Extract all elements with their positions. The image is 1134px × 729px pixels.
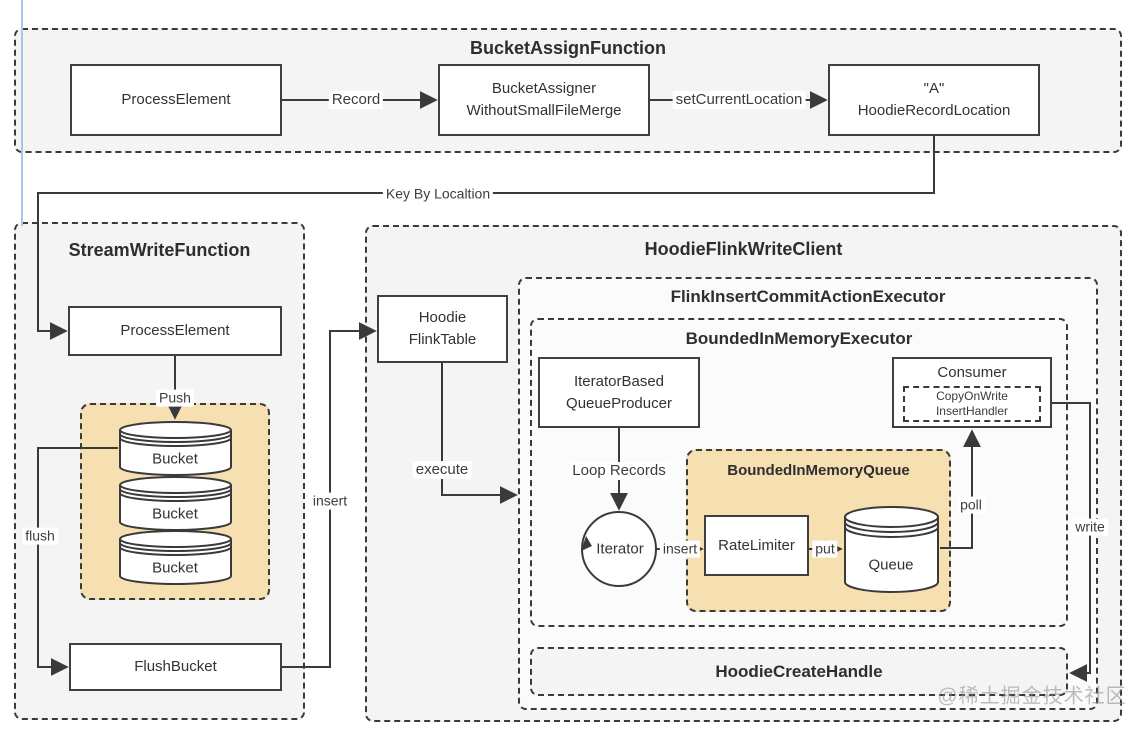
execute-arrow bbox=[441, 363, 518, 504]
write-arrow bbox=[1052, 402, 1091, 682]
process-element-node-stream-write: ProcessElement bbox=[68, 306, 282, 356]
loop-records-edge-label: Loop Records bbox=[569, 462, 669, 480]
bucket-cylinder-2-label: Bucket bbox=[152, 505, 198, 523]
node-label-line2: QueueProducer bbox=[566, 394, 672, 412]
bucket-cylinder-1-label: Bucket bbox=[152, 450, 198, 468]
node-label-line1: BucketAssigner bbox=[491, 80, 597, 98]
hoodie-flink-table-node: Hoodie FlinkTable bbox=[377, 295, 508, 363]
rate-limiter-node: RateLimiter bbox=[704, 515, 809, 576]
iterator-circle-label: Iterator bbox=[596, 540, 644, 558]
juejin-watermark: @稀土掘金技术社区 bbox=[937, 685, 1127, 708]
node-label: ProcessElement bbox=[121, 91, 231, 109]
poll-edge-label: poll bbox=[957, 496, 985, 514]
write-edge-label: write bbox=[1072, 518, 1108, 536]
consumer-node: Consumer CopyOnWrite InsertHandler bbox=[892, 357, 1052, 428]
handler-label-line1: CopyOnWrite bbox=[936, 388, 1008, 403]
key-by-location-edge-label: Key By Localtion bbox=[382, 185, 494, 203]
node-label-line2: HoodieRecordLocation bbox=[857, 102, 1011, 119]
queue-cylinder-label: Queue bbox=[868, 556, 914, 574]
section-title: BucketAssignFunction bbox=[469, 38, 666, 58]
record-edge-label: Record bbox=[328, 91, 384, 109]
bucket-cylinder-3 bbox=[119, 530, 232, 585]
node-label-line2: WithoutSmallFileMerge bbox=[466, 102, 622, 119]
poll-arrow bbox=[940, 429, 981, 549]
section-title: BoundedInMemoryExecutor bbox=[685, 329, 913, 348]
section-title: HoodieFlinkWriteClient bbox=[644, 239, 843, 259]
key-by-location-arrow bbox=[37, 136, 935, 340]
node-label-line1: IteratorBased bbox=[573, 372, 665, 390]
insert-edge-label-iterator: insert bbox=[659, 540, 701, 558]
flush-edge-label: flush bbox=[22, 527, 58, 545]
node-label: RateLimiter bbox=[718, 536, 795, 554]
iterator-based-queue-producer-node: IteratorBased QueueProducer bbox=[538, 357, 700, 428]
section-title: StreamWriteFunction bbox=[68, 240, 251, 260]
flush-bucket-node: FlushBucket bbox=[69, 643, 282, 691]
node-label: ProcessElement bbox=[120, 322, 230, 340]
node-label-line1: Hoodie bbox=[418, 309, 467, 327]
copy-on-write-insert-handler-box: CopyOnWrite InsertHandler bbox=[903, 385, 1041, 422]
put-edge-label: put bbox=[812, 540, 838, 558]
node-label-line2: FlinkTable bbox=[408, 331, 477, 348]
bucket-cylinder-3-label: Bucket bbox=[152, 559, 198, 577]
iterator-rotation-arrow-icon bbox=[581, 536, 592, 551]
node-label: Consumer bbox=[937, 364, 1007, 381]
process-element-node-bucket-assign: ProcessElement bbox=[70, 64, 282, 136]
bucket-cylinder-2 bbox=[119, 476, 232, 531]
set-current-location-edge-label: setCurrentLocation bbox=[672, 91, 806, 109]
flush-arrow bbox=[37, 447, 118, 676]
section-hoodie-create-handle: HoodieCreateHandle bbox=[530, 647, 1068, 696]
bucket-assigner-node: BucketAssigner WithoutSmallFileMerge bbox=[438, 64, 650, 136]
node-label-line1: "A" bbox=[923, 80, 945, 98]
node-label: FlushBucket bbox=[134, 658, 217, 676]
hoodie-record-location-node: "A" HoodieRecordLocation bbox=[828, 64, 1040, 136]
section-title: BoundedInMemoryQueue bbox=[727, 462, 910, 479]
handler-label-line2: InsertHandler bbox=[935, 403, 1009, 418]
bucket-cylinder-1 bbox=[119, 421, 232, 476]
push-edge-label: Push bbox=[156, 389, 194, 407]
execute-edge-label: execute bbox=[412, 461, 472, 479]
insert-edge-label-stream: insert bbox=[309, 492, 351, 510]
queue-cylinder bbox=[844, 506, 939, 593]
section-bounded-in-memory-executor: BoundedInMemoryExecutor bbox=[530, 318, 1068, 627]
section-title: FlinkInsertCommitActionExecutor bbox=[670, 287, 946, 306]
section-title: HoodieCreateHandle bbox=[715, 662, 883, 681]
